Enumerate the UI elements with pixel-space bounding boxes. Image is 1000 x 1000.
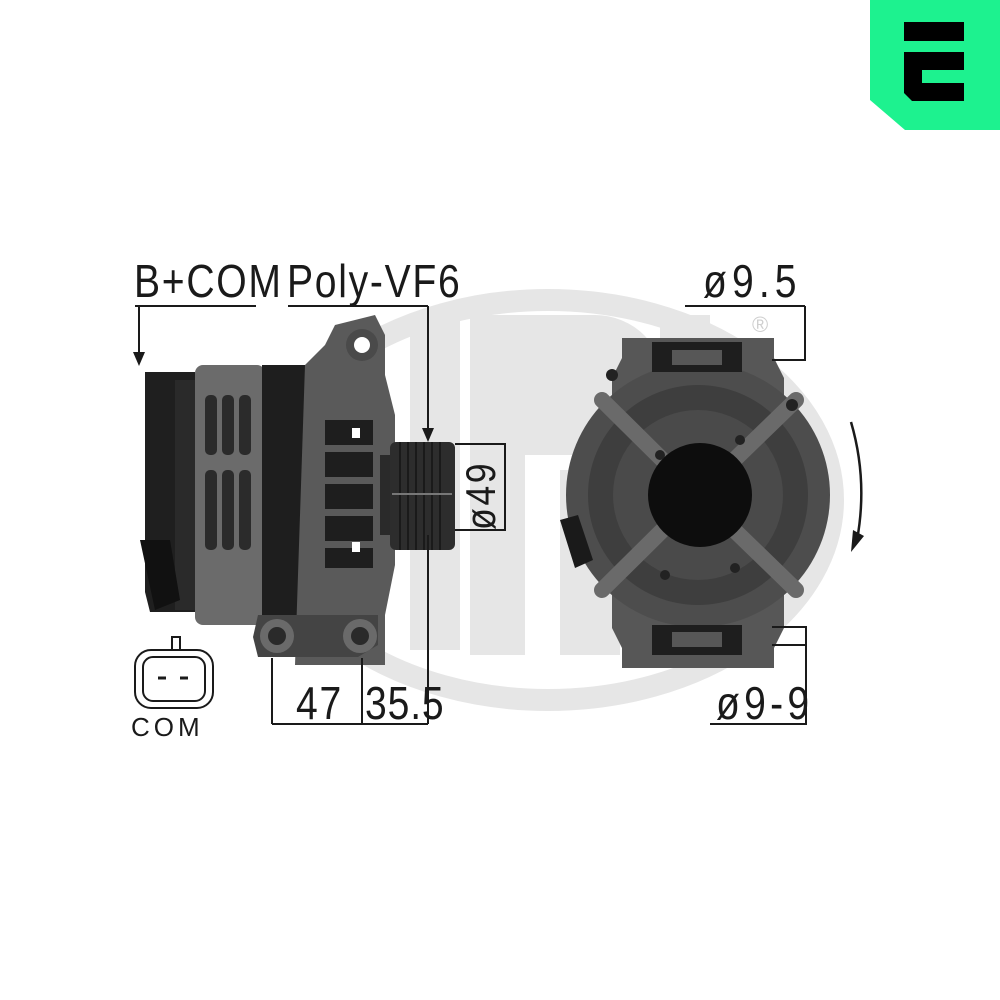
pulley-diameter-label: ø49 [457,460,504,530]
com-label: COM [131,712,204,742]
rotation-arrow-icon [849,421,864,552]
poly-vf6-arrow-icon [422,428,434,442]
dimension-lines [135,305,807,725]
hole-bottom-diameter-label: ø9-9 [716,677,814,729]
registered-mark: ® [752,312,768,337]
poly-vf6-label: Poly-VF6 [287,255,462,307]
mount-distance-47-label: 47 [296,677,343,729]
b-com-label: B+COM [134,255,283,307]
alternator-rear-view [560,338,830,668]
mount-distance-35-5-label: 35.5 [365,677,445,729]
b-com-arrow-icon [133,352,145,366]
com-connector-icon [134,636,214,709]
alternator-side-view [140,315,455,665]
hole-top-diameter-label: ø9.5 [703,255,802,307]
brand-logo [870,0,1000,130]
